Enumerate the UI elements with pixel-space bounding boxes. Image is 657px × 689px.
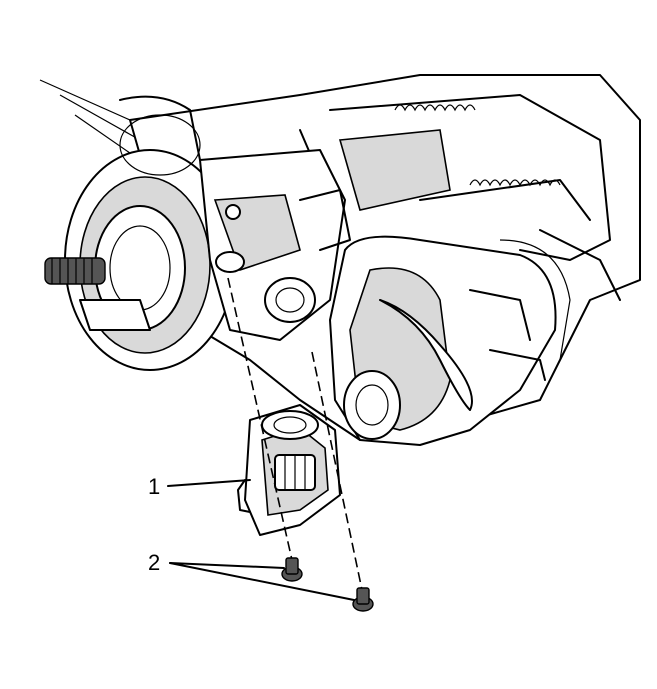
callout-1-label: 1 bbox=[148, 474, 160, 499]
tilt-housing bbox=[329, 235, 571, 446]
bracket-assembly bbox=[199, 149, 351, 341]
callout-1: 1 bbox=[148, 474, 251, 499]
screw-b bbox=[352, 587, 374, 612]
callout-2-label: 2 bbox=[148, 550, 160, 575]
callout-2: 2 bbox=[148, 550, 355, 601]
coil-housing bbox=[44, 95, 236, 371]
switch-module bbox=[237, 404, 341, 536]
screw-a bbox=[281, 557, 303, 582]
screws bbox=[227, 277, 374, 612]
